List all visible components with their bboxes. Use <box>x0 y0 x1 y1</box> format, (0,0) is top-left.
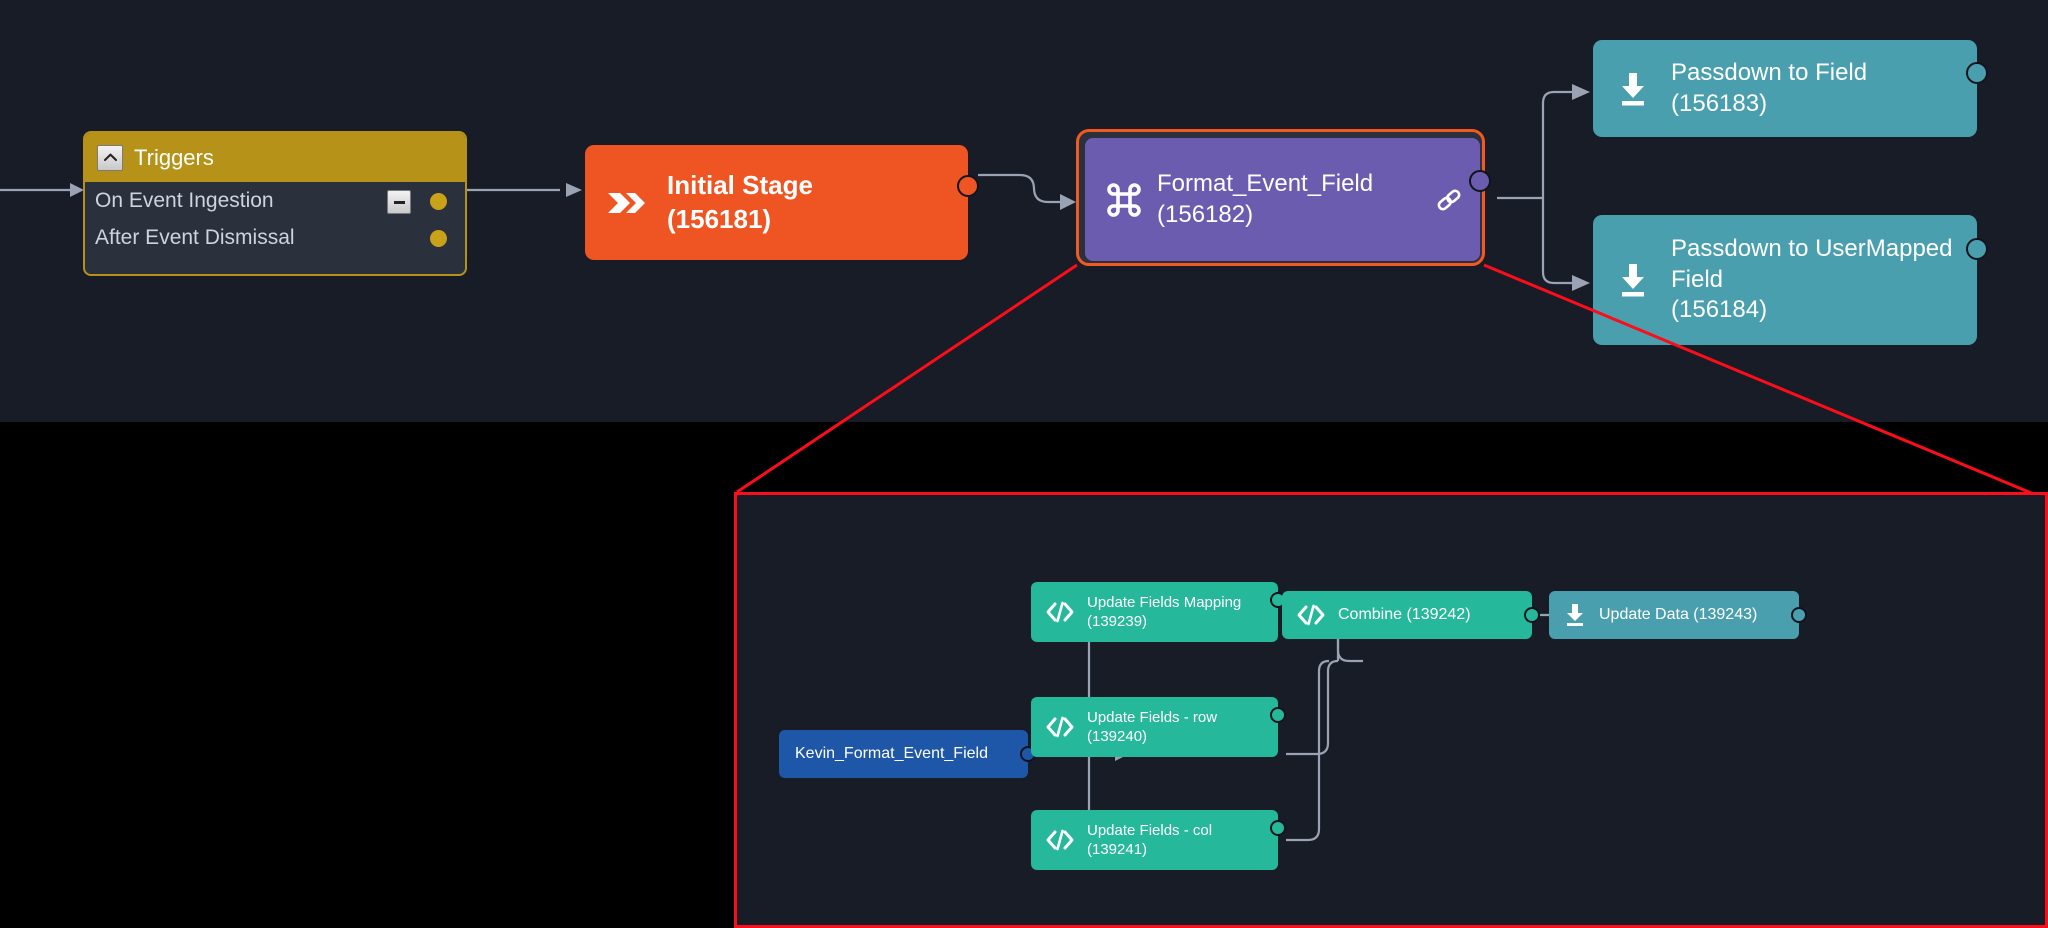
node-format-event-field-selection[interactable]: Format_Event_Field(156182) <box>1076 129 1491 266</box>
code-icon <box>1296 604 1326 626</box>
node-output-port[interactable] <box>1966 62 1988 84</box>
node-label: Update Fields - col(139241) <box>1087 821 1213 858</box>
minus-icon[interactable] <box>387 190 411 214</box>
top-workflow-canvas[interactable]: Triggers On Event Ingestion After Event … <box>0 0 2048 422</box>
node-initial-stage[interactable]: Initial Stage(156181) <box>585 145 979 260</box>
node-update-fields-col[interactable]: Update Fields - col(139241) <box>1031 810 1286 870</box>
trigger-row-on-event-ingestion[interactable]: On Event Ingestion <box>85 182 465 219</box>
node-label: Passdown to Field(156183) <box>1671 58 1868 117</box>
node-label: Update Fields - row(139240) <box>1087 708 1218 745</box>
node-label: Update Data (139243) <box>1599 605 1758 623</box>
node-update-fields-row[interactable]: Update Fields - row(139240) <box>1031 697 1286 757</box>
node-label: Initial Stage(156181) <box>667 170 813 234</box>
node-label: Format_Event_Field(156182) <box>1157 169 1374 228</box>
node-update-fields-mapping[interactable]: Update Fields Mapping(139239) <box>1031 582 1286 642</box>
trigger-row-label: After Event Dismissal <box>95 225 295 249</box>
node-format-event-field[interactable]: Format_Event_Field(156182) <box>1085 138 1491 261</box>
node-output-port[interactable] <box>1966 238 1988 260</box>
trigger-output-port[interactable] <box>430 193 447 210</box>
trigger-output-port[interactable] <box>430 230 447 247</box>
download-icon <box>1615 261 1651 299</box>
node-passdown-to-usermapped-field[interactable]: Passdown to UserMapped Field(156184) <box>1593 215 1988 345</box>
node-output-port[interactable] <box>1469 170 1491 192</box>
node-output-port[interactable] <box>1270 707 1286 723</box>
node-label: Update Fields Mapping(139239) <box>1087 593 1242 630</box>
triggers-group-header[interactable]: Triggers <box>85 133 465 182</box>
node-combine[interactable]: Combine (139242) <box>1282 591 1540 639</box>
node-label: Kevin_Format_Event_Field <box>795 744 988 762</box>
code-icon <box>1045 716 1075 738</box>
download-icon <box>1615 70 1651 108</box>
double-chevron-icon <box>607 190 649 216</box>
link-icon[interactable] <box>1434 185 1464 215</box>
node-update-data[interactable]: Update Data (139243) <box>1549 591 1807 639</box>
triggers-group-title: Triggers <box>134 144 214 170</box>
node-output-port[interactable] <box>1270 820 1286 836</box>
trigger-row-after-event-dismissal[interactable]: After Event Dismissal <box>85 219 465 256</box>
chevron-up-icon[interactable] <box>97 144 123 171</box>
node-kevin-format-event-field[interactable]: Kevin_Format_Event_Field <box>779 730 1036 778</box>
triggers-group[interactable]: Triggers On Event Ingestion After Event … <box>83 131 467 276</box>
node-label: Combine (139242) <box>1338 605 1471 623</box>
detail-subworkflow-panel[interactable]: Kevin_Format_Event_Field Update Fields M… <box>734 492 2048 928</box>
node-output-port[interactable] <box>1524 607 1540 623</box>
node-passdown-to-field[interactable]: Passdown to Field(156183) <box>1593 40 1988 137</box>
code-icon <box>1045 601 1075 623</box>
node-label: Passdown to UserMapped Field(156184) <box>1671 234 1953 324</box>
trigger-row-label: On Event Ingestion <box>95 188 274 212</box>
download-icon <box>1563 602 1587 628</box>
code-icon <box>1045 829 1075 851</box>
detail-panel-edges <box>1028 604 1602 847</box>
node-output-port[interactable] <box>957 175 979 197</box>
command-icon <box>1105 181 1143 219</box>
node-output-port[interactable] <box>1791 607 1807 623</box>
